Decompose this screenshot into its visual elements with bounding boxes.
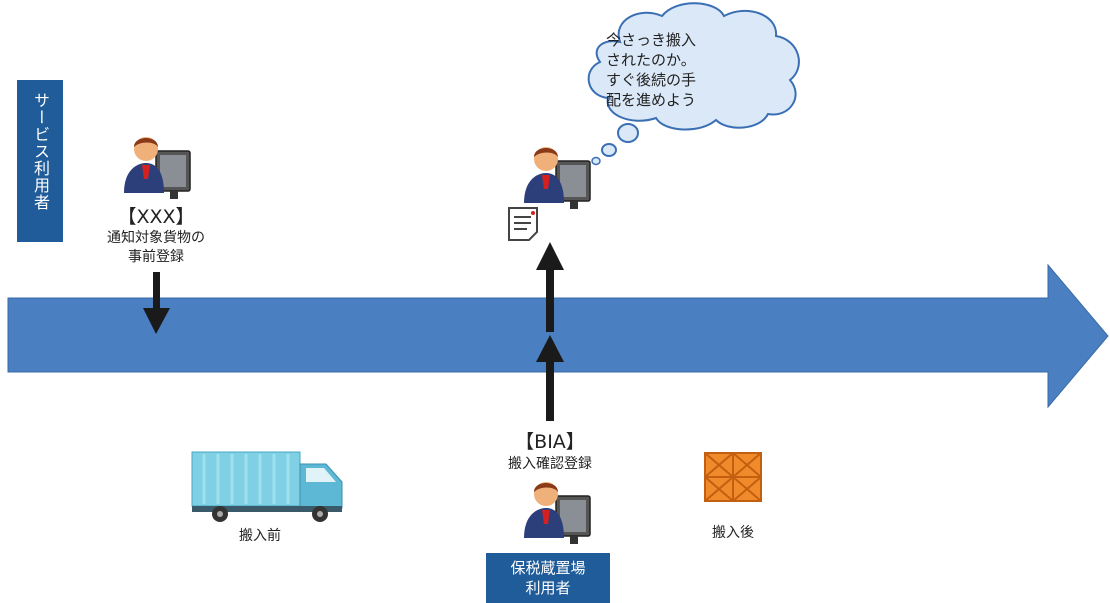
thought-line4: 配を進めよう [606,91,697,109]
person-computer-icon [524,147,591,209]
service-user-label-box: サービス利用者 [17,80,63,242]
bia-description: 搬入確認登録 [508,456,592,472]
xxx-code-label: 【XXX】 [117,206,195,228]
thought-line1: 今さっき搬入 [606,31,697,49]
bonded-area-user-line1: 保税蔵置場 [510,559,586,577]
thought-line3: すぐ後続の手 [606,71,697,89]
person-computer-icon [524,482,591,544]
thought-text: 今さっき搬入 されたのか。 すぐ後続の手 配を進めよう [606,30,758,110]
xxx-description-line1: 通知対象貨物の [107,230,205,246]
truck-icon [191,451,343,522]
register-down-arrow [143,272,170,334]
service-user-label: サービス利用者 [31,92,50,211]
bonded-area-user-line2: 利用者 [525,579,571,597]
xxx-description-line2: 事前登録 [128,249,184,265]
thought-line2: されたのか。 [606,51,696,69]
thought-cloud [587,2,800,166]
person-computer-icon [124,137,191,199]
bonded-area-user-box: 保税蔵置場 利用者 [486,553,610,603]
confirm-up-arrow-lower [536,335,564,421]
document-icon [508,207,538,241]
bia-code-label: 【BIA】 [515,431,585,453]
before-carry-in-label: 搬入前 [239,528,281,544]
timeline-arrow [7,263,1109,409]
notify-up-arrow-upper [536,242,564,332]
cargo-crate-icon [704,452,762,502]
after-carry-in-label: 搬入後 [712,525,754,541]
